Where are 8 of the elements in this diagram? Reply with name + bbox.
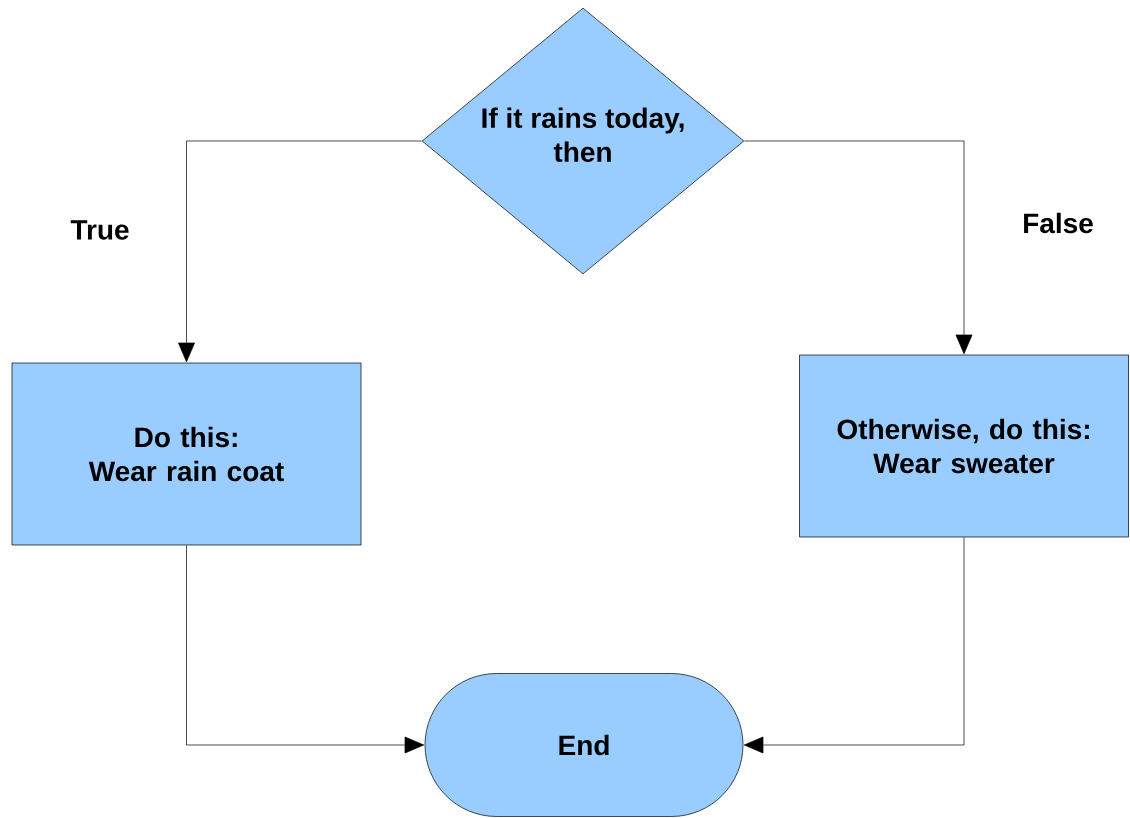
- arrow: [743, 537, 965, 754]
- arrow: [186, 545, 425, 754]
- edge-label: False: [1020, 210, 1096, 236]
- arrow: [178, 140, 422, 363]
- edge-label: True: [68, 218, 132, 242]
- process-box: Do this: Wear rain coat: [11, 362, 362, 546]
- process-box: Otherwise, do this: Wear sweater: [799, 354, 1129, 538]
- arrow: [744, 140, 973, 355]
